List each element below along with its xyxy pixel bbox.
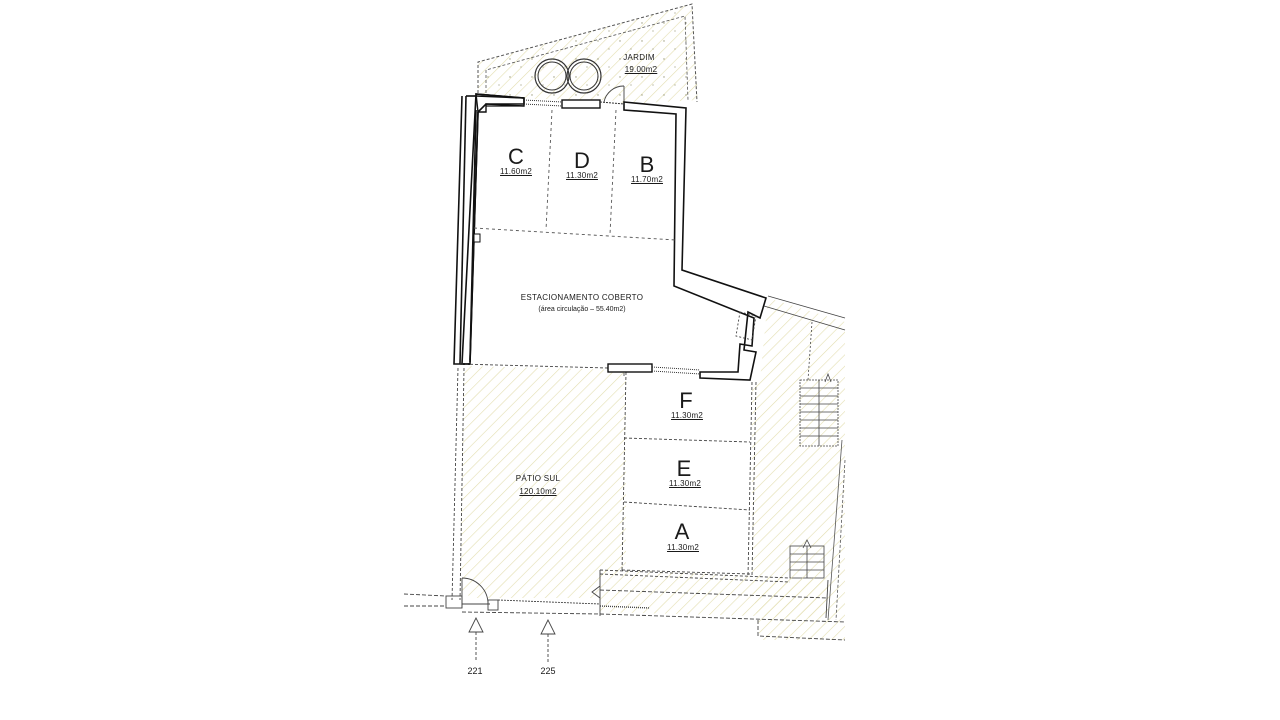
open-parking-bays xyxy=(621,371,757,577)
parking-space-e-area: 11.30m2 xyxy=(669,479,701,488)
entrance-number-221: 221 xyxy=(467,666,483,676)
parking-space-b-area: 11.70m2 xyxy=(631,175,663,184)
staircase-icon xyxy=(799,321,839,447)
parking-space-c-label: C xyxy=(508,144,524,169)
parking-space-a-label: A xyxy=(674,519,690,544)
parking-space-dividers xyxy=(473,109,677,376)
parking-space-d-area: 11.30m2 xyxy=(566,171,598,180)
south-patio-label: PÁTIO SUL xyxy=(515,474,561,483)
entrance-number-225: 225 xyxy=(540,666,556,676)
planter-icon xyxy=(534,58,602,94)
staircase-icon xyxy=(789,539,825,579)
parking-space-b-label: B xyxy=(639,152,655,177)
street-edge xyxy=(403,569,846,641)
circulation-area-note: (área circulação – 55.40m2) xyxy=(538,306,626,313)
entrance-marker-225 xyxy=(540,618,556,662)
parking-space-f-label: F xyxy=(679,388,693,413)
entrance-marker-221 xyxy=(468,616,484,662)
covered-parking-label: ESTACIONAMENTO COBERTO xyxy=(520,293,644,302)
parking-space-d-label: D xyxy=(574,148,590,173)
parking-space-e-label: E xyxy=(676,456,692,481)
garden-label: JARDIM xyxy=(623,53,655,62)
parking-space-c-area: 11.60m2 xyxy=(500,167,532,176)
garden-area xyxy=(477,3,698,104)
south-patio xyxy=(451,366,828,618)
east-yard xyxy=(752,295,846,640)
garden-area-value: 19.00m2 xyxy=(624,65,658,74)
south-patio-area: 120.10m2 xyxy=(519,487,557,496)
door-swing-icon xyxy=(603,85,625,103)
parking-space-f-area: 11.30m2 xyxy=(671,411,703,420)
parking-space-a-area: 11.30m2 xyxy=(667,543,699,552)
covered-parking-walls xyxy=(453,93,767,381)
